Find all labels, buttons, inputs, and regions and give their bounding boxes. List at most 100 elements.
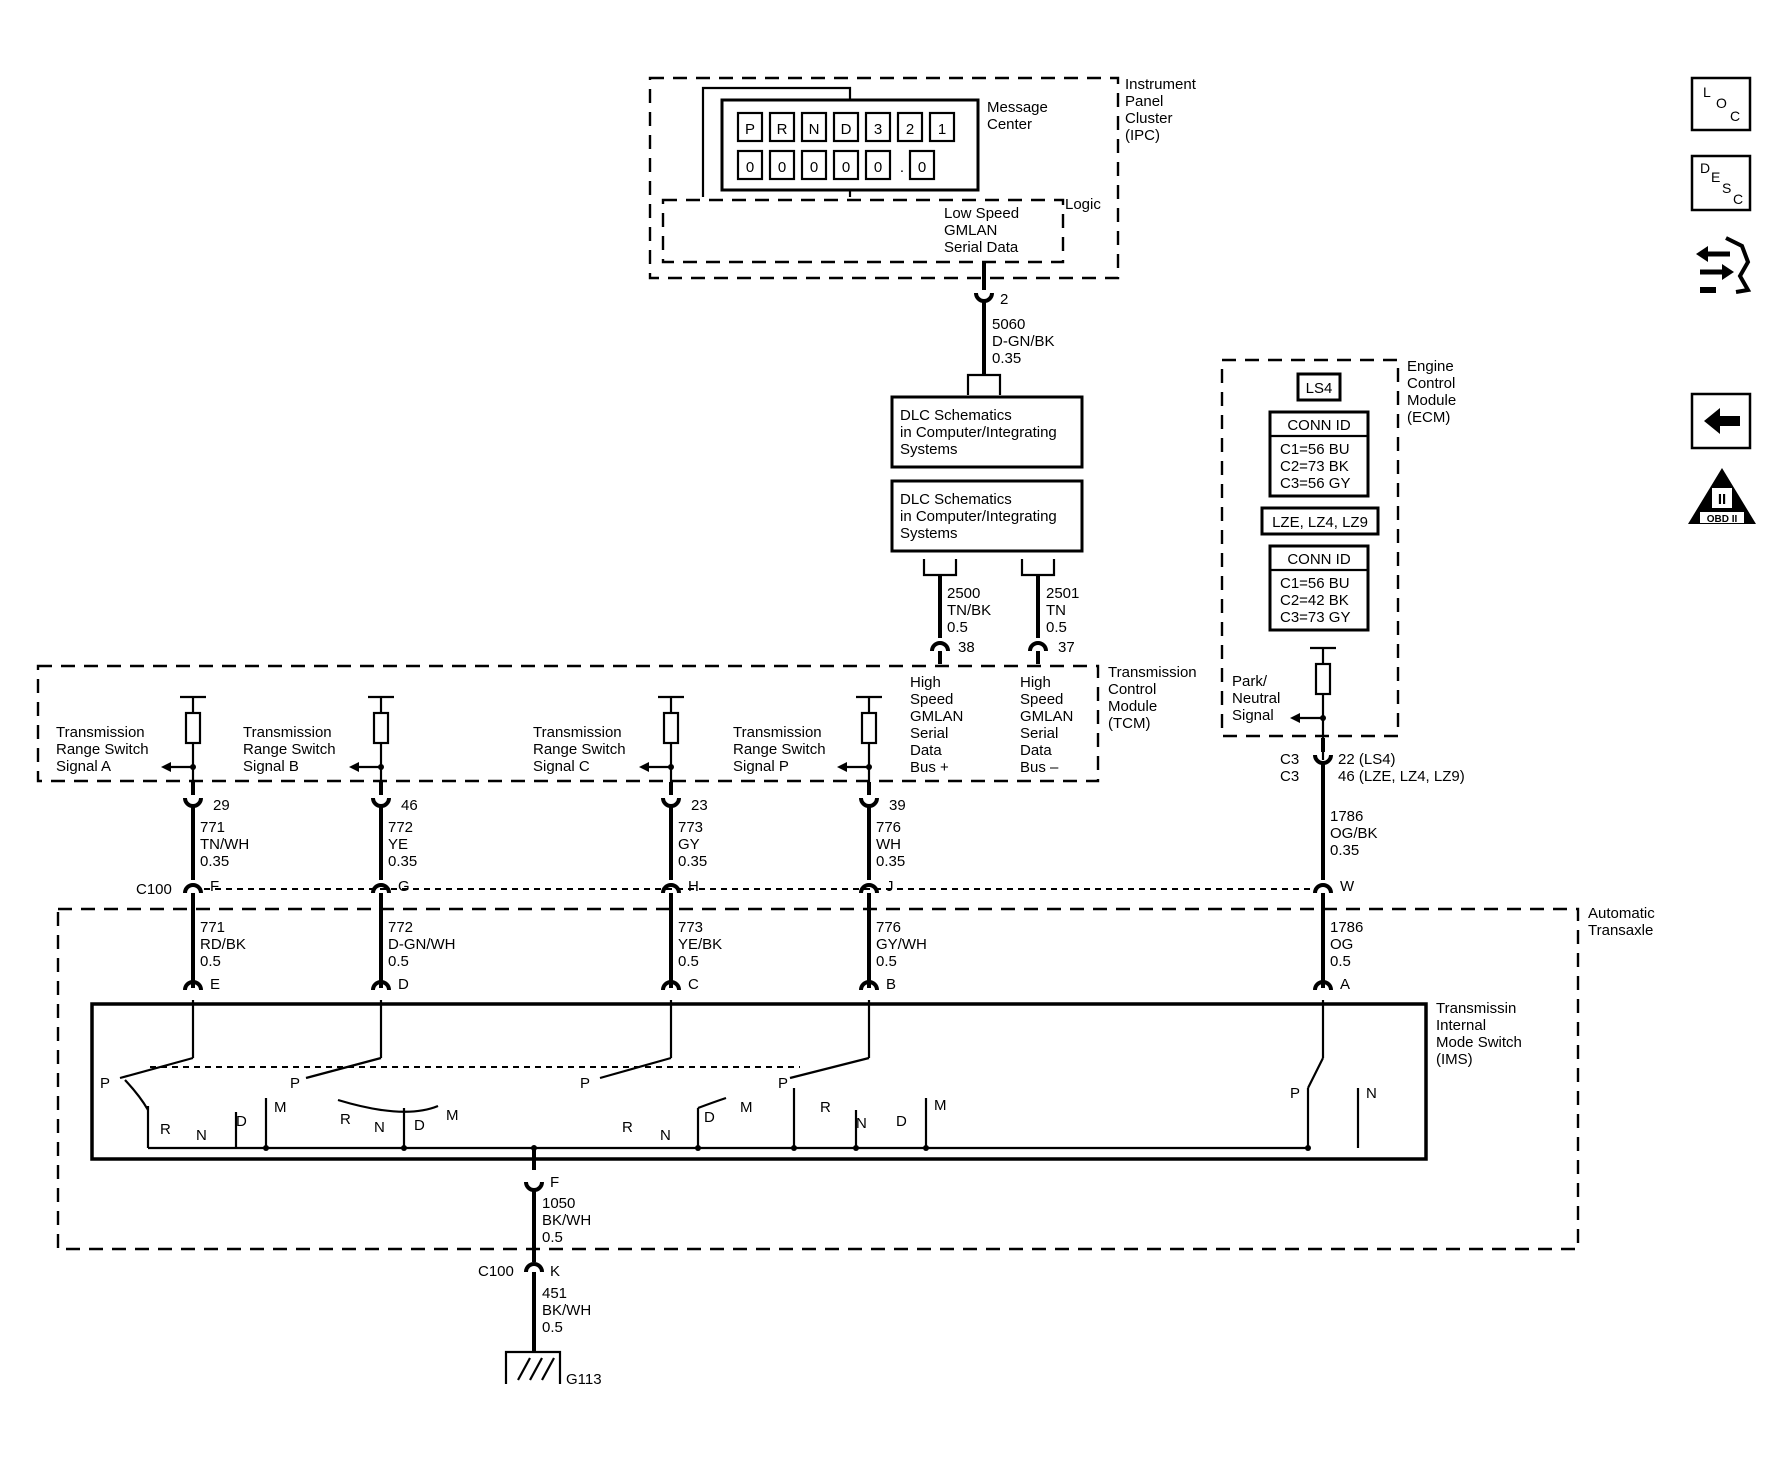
loc-icon[interactable]: L O C [1690, 76, 1752, 132]
svg-text:W: W [1340, 878, 1355, 895]
circuit-number: 776 [876, 919, 901, 936]
can-hi-circuit: 2500 [947, 585, 980, 602]
display-row2: 0 0 0 0 0 . 0 [736, 149, 936, 181]
back-arrow-icon[interactable] [1690, 392, 1752, 450]
svg-text:C100: C100 [478, 1263, 514, 1280]
tcm-pin: 39 [889, 797, 906, 814]
switch-position-label: D [236, 1113, 247, 1130]
svg-text:1050: 1050 [542, 1195, 575, 1212]
display-char: 0 [874, 159, 882, 176]
schematic-flow-icon[interactable] [1696, 236, 1752, 294]
display-char: 0 [778, 159, 786, 176]
display-decimal: . [900, 159, 904, 176]
tcm-pin: 46 [401, 797, 418, 814]
c100-pin: J [886, 878, 894, 895]
wire-color: GY/WH [876, 936, 927, 953]
svg-text:L: L [1703, 84, 1711, 100]
can-lo-color: TN [1046, 602, 1066, 619]
c100-pin: F [210, 878, 219, 895]
switch-position-label: P [290, 1075, 300, 1092]
c100-pin: H [688, 878, 699, 895]
switch-position-label: N [660, 1127, 671, 1144]
desc-icon[interactable]: D E S C [1690, 154, 1752, 212]
switch-position-label: R [340, 1111, 351, 1128]
logic-label: Logic [1065, 196, 1101, 213]
ground-symbol-icon [504, 1350, 562, 1384]
can-hi-size: 0.5 [947, 619, 968, 636]
display-char: 0 [842, 159, 850, 176]
svg-text:CONN ID: CONN ID [1287, 417, 1351, 434]
svg-text:OG: OG [1330, 936, 1353, 953]
display-char: 0 [746, 159, 754, 176]
wire-color: TN/WH [200, 836, 249, 853]
display-char: N [809, 121, 820, 138]
circuit-number: 772 [388, 819, 413, 836]
display-char: 3 [874, 121, 882, 138]
ims-pin: B [886, 976, 896, 993]
switch-position-label: N [856, 1115, 867, 1132]
pn-switch: P N [1290, 1000, 1377, 1151]
ground-wire: F 1050 BK/WH 0.5 C100 K 451 BK/WH 0.5 G1… [478, 1145, 602, 1388]
obd-ii-icon[interactable]: OBD II II [1688, 468, 1756, 525]
display-char: D [841, 121, 852, 138]
switch-position-label: M [274, 1099, 287, 1116]
can-lo-circuit: 2501 [1046, 585, 1079, 602]
wire-color: RD/BK [200, 936, 246, 953]
wire-size: 0.35 [200, 853, 229, 870]
wire-size: 0.5 [200, 953, 221, 970]
wire-size: 0.5 [678, 953, 699, 970]
tcm-pin: 29 [213, 797, 230, 814]
circuit-number: 773 [678, 819, 703, 836]
svg-text:LS4: LS4 [1306, 380, 1333, 397]
svg-text:LZE, LZ4, LZ9: LZE, LZ4, LZ9 [1272, 514, 1368, 531]
display-row1: P R N D 3 2 1 [736, 111, 956, 143]
switch-position-label: N [374, 1119, 385, 1136]
dlc-wire: 2 5060 D-GN/BK 0.35 [966, 262, 1055, 395]
ims-pin: C [688, 976, 699, 993]
svg-text:451: 451 [542, 1285, 567, 1302]
svg-text:P: P [1290, 1085, 1300, 1102]
can-hi-pin: 38 [958, 639, 975, 656]
svg-text:1786: 1786 [1330, 808, 1363, 825]
circuit-number: 771 [200, 919, 225, 936]
display-char: 0 [918, 159, 926, 176]
svg-text:0.5: 0.5 [542, 1229, 563, 1246]
switch-position-label: D [704, 1109, 715, 1126]
wire-size: 0.35 [678, 853, 707, 870]
switch-position-label: D [896, 1113, 907, 1130]
wire-size: 0.35 [388, 853, 417, 870]
svg-text:G113: G113 [566, 1371, 602, 1388]
wire-size: 0.5 [876, 953, 897, 970]
svg-text:D: D [1700, 160, 1710, 176]
svg-text:C: C [1730, 108, 1740, 124]
svg-text:S: S [1722, 180, 1731, 196]
switch-position-label: D [414, 1117, 425, 1134]
svg-text:0.5: 0.5 [1330, 953, 1351, 970]
engine-ls4-box [1296, 372, 1342, 402]
switch-position-label: P [580, 1075, 590, 1092]
display-char: 1 [938, 121, 946, 138]
switch-position-label: M [740, 1099, 753, 1116]
switch-position-label: M [446, 1107, 459, 1124]
svg-text:C: C [1733, 191, 1743, 207]
